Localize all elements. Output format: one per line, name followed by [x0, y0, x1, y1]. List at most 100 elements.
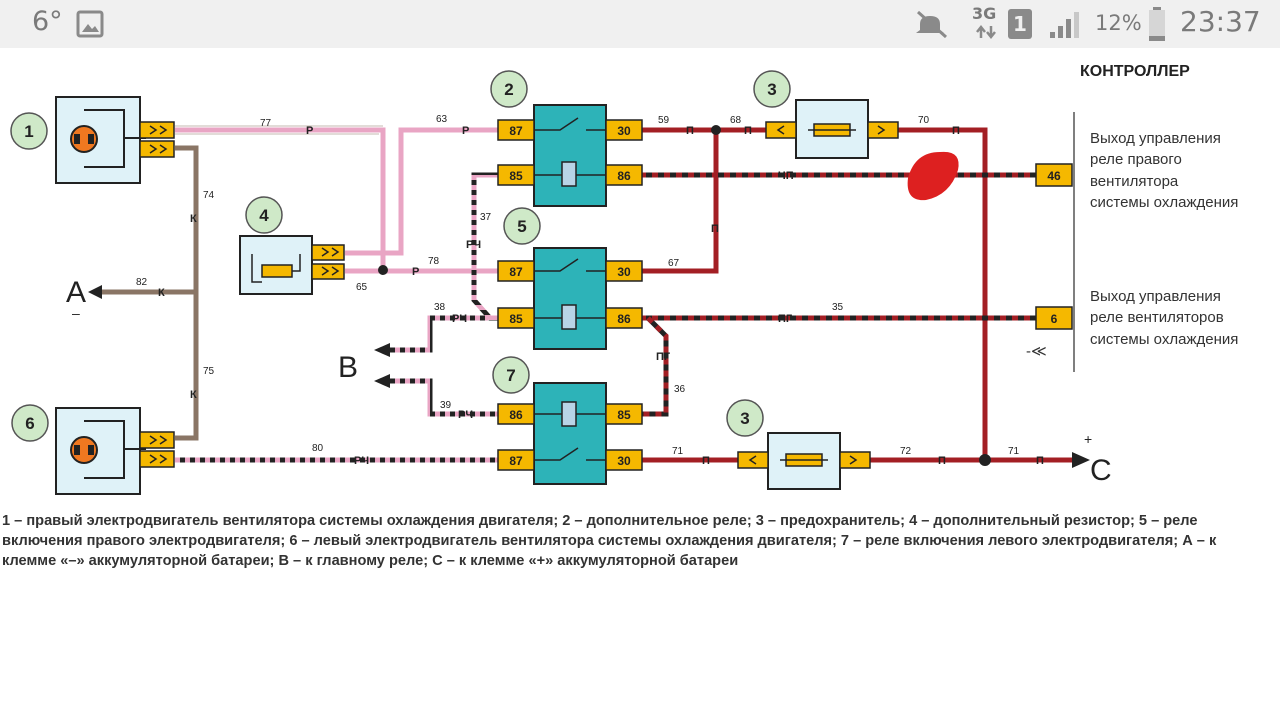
code-rch3: РЧ — [458, 409, 473, 421]
pin-r5-86: 86 — [617, 312, 631, 326]
wires-black-red — [640, 172, 1036, 417]
fuse-top — [765, 99, 899, 159]
wire-71a: 71 — [672, 446, 684, 457]
relay-2 — [533, 104, 607, 207]
controller-pin-boxes — [1035, 163, 1073, 330]
controller-label-both-3: системы охлаждения — [1090, 331, 1238, 348]
controller-pin-6: 6 — [1051, 312, 1058, 326]
status-bar: 6° 3G 1 12% 23:37 — [0, 0, 1280, 48]
wires-pink-outline — [175, 125, 383, 135]
label-relay-2: 2 — [504, 80, 513, 99]
code-p7: П — [1036, 455, 1044, 467]
code-k2: К — [158, 287, 165, 299]
code-p1: П — [686, 125, 694, 137]
wire-38: 38 — [434, 302, 446, 313]
terminal-b: В — [338, 351, 358, 384]
data-arrows-icon — [976, 24, 996, 40]
connector-symbol: -≪ — [1026, 343, 1047, 360]
image-icon — [76, 10, 104, 38]
pin-r5-85: 85 — [509, 312, 523, 326]
wire-78: 78 — [428, 256, 440, 267]
code-p6: П — [938, 455, 946, 467]
wire-71b: 71 — [1008, 446, 1020, 457]
sim-number: 1 — [1013, 12, 1027, 36]
status-temperature: 6° — [32, 6, 63, 37]
terminal-c: С — [1090, 454, 1112, 487]
code-p5: П — [702, 455, 710, 467]
label-fuse-top: 3 — [767, 80, 776, 99]
wiring-diagram: 87 30 85 86 87 30 85 86 86 85 87 30 46 6… — [10, 63, 1238, 495]
label-fuse-bottom: 3 — [740, 409, 749, 428]
controller-label-right-3: вентилятора — [1090, 173, 1179, 190]
controller-pin-46: 46 — [1047, 169, 1061, 183]
resistor — [239, 235, 345, 295]
pin-r7-87: 87 — [509, 454, 523, 468]
label-relay-7: 7 — [506, 366, 515, 385]
arrow-b-top — [374, 343, 390, 357]
pin-r2-87: 87 — [509, 124, 523, 138]
label-motor-left: 6 — [25, 414, 34, 433]
pin-r2-30: 30 — [617, 124, 631, 138]
junction-fuse-top — [711, 125, 721, 135]
wires-pink-black — [175, 172, 498, 463]
arrow-b-bottom — [374, 374, 390, 388]
arrow-c — [1072, 452, 1090, 468]
wire-63: 63 — [436, 114, 448, 125]
code-p3: П — [952, 125, 960, 137]
terminal-c-sign: + — [1084, 431, 1092, 447]
wire-82: 82 — [136, 277, 148, 288]
label-motor-right: 1 — [24, 122, 33, 141]
red-marker — [907, 151, 959, 201]
pin-r7-86: 86 — [509, 408, 523, 422]
code-r1: Р — [306, 125, 313, 137]
code-rch4: РЧ — [354, 455, 369, 467]
code-r3: Р — [412, 266, 419, 278]
wire-70: 70 — [918, 115, 930, 126]
code-p4: П — [711, 223, 719, 235]
code-r2: Р — [462, 125, 469, 137]
wire-74: 74 — [203, 190, 215, 201]
controller-label-right-1: Выход управления — [1090, 130, 1221, 147]
diagram-title: КОНТРОЛЛЕР — [1080, 63, 1190, 80]
controller-label-both-2: реле вентиляторов — [1090, 309, 1224, 326]
pin-r2-85: 85 — [509, 169, 523, 183]
battery-percent: 12% — [1095, 11, 1142, 35]
wire-77: 77 — [260, 118, 272, 129]
terminal-a-sign: – — [72, 305, 80, 321]
pin-r2-86: 86 — [617, 169, 631, 183]
code-k3: К — [190, 389, 197, 401]
mute-icon — [916, 10, 947, 38]
code-rch1: РЧ — [466, 239, 481, 251]
code-p2: П — [744, 125, 752, 137]
junction-battery — [979, 454, 991, 466]
wires-red — [640, 127, 1074, 463]
code-chp: ЧП — [778, 170, 794, 182]
fuse-bottom — [737, 432, 871, 490]
wire-72: 72 — [900, 446, 912, 457]
relay-5 — [533, 247, 607, 350]
diagram-caption: 1 – правый электродвигатель вентилятора … — [2, 513, 1217, 569]
wire-37: 37 — [480, 212, 492, 223]
relay-7 — [533, 382, 607, 485]
motor-left — [55, 407, 146, 495]
code-pg2: ПГ — [656, 351, 671, 363]
motor-right — [55, 96, 146, 184]
code-k1: К — [190, 213, 197, 225]
clock: 23:37 — [1180, 5, 1261, 38]
arrow-a — [88, 285, 102, 299]
wire-35: 35 — [832, 302, 844, 313]
controller-label-right-4: системы охлаждения — [1090, 194, 1238, 211]
controller-label-both-1: Выход управления — [1090, 288, 1221, 305]
label-resistor: 4 — [259, 206, 269, 225]
pin-r7-85: 85 — [617, 408, 631, 422]
code-pg1: ПГ — [778, 313, 793, 325]
wire-75: 75 — [203, 366, 215, 377]
wire-39: 39 — [440, 400, 452, 411]
wire-67: 67 — [668, 258, 680, 269]
wire-80: 80 — [312, 443, 324, 454]
pin-r5-30: 30 — [617, 265, 631, 279]
network-type: 3G — [972, 4, 997, 23]
sim-icon: 1 — [1008, 9, 1032, 39]
code-rch2: РЧ — [452, 313, 467, 325]
number-circles — [10, 70, 791, 442]
